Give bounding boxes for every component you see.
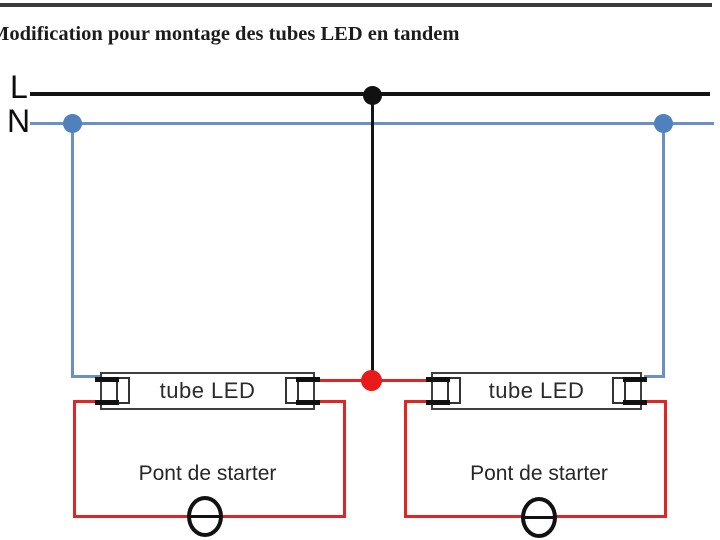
tube-pin [426,400,450,405]
neutral-bus-label: N [7,103,31,139]
tube-pin [296,400,320,405]
led-tube-left: tube LED [100,372,315,410]
neutral-tap-dot-left [63,114,82,133]
led-tube-right-label: tube LED [488,378,585,403]
neutral-tap-dot-right [654,114,673,133]
left-loop-wire-right [343,403,346,518]
tube-endcap-icon [447,377,461,404]
red-junction-dot [361,370,382,391]
live-bus-label: L [10,69,28,105]
tube-pin [95,377,119,382]
led-tube-left-label: tube LED [159,378,256,403]
neutral-drop-wire-right [662,124,665,378]
frame-top-line [0,3,712,7]
tube-pin [623,377,647,382]
tube-pin [95,400,119,405]
left-loop-wire-left [73,400,76,518]
tube-pin [623,400,647,405]
right-loop-stub-left [404,400,434,403]
tube-endcap-icon [116,377,130,404]
right-loop-wire-left [404,400,407,518]
right-loop-stub-right [641,400,667,403]
tube-pin [426,377,450,382]
tube-endcap-icon [285,377,299,404]
neutral-elbow-left [71,375,104,378]
right-loop-wire-right [664,403,667,518]
starter-symbol-bar [521,516,557,519]
starter-bridge-left-label: Pont de starter [138,462,277,485]
live-drop-wire [371,95,374,381]
starter-symbol-bar [187,515,223,518]
tube-pin [296,377,320,382]
neutral-drop-wire-left [71,124,74,378]
led-tube-right: tube LED [431,372,642,410]
neutral-elbow-right [644,375,665,378]
diagram-title: Modification pour montage des tubes LED … [0,23,460,45]
tube-endcap-icon [612,377,626,404]
left-loop-stub-left [73,400,105,403]
live-junction-dot [363,86,382,105]
left-loop-stub-right [314,400,346,403]
starter-bridge-right-label: Pont de starter [470,462,608,485]
